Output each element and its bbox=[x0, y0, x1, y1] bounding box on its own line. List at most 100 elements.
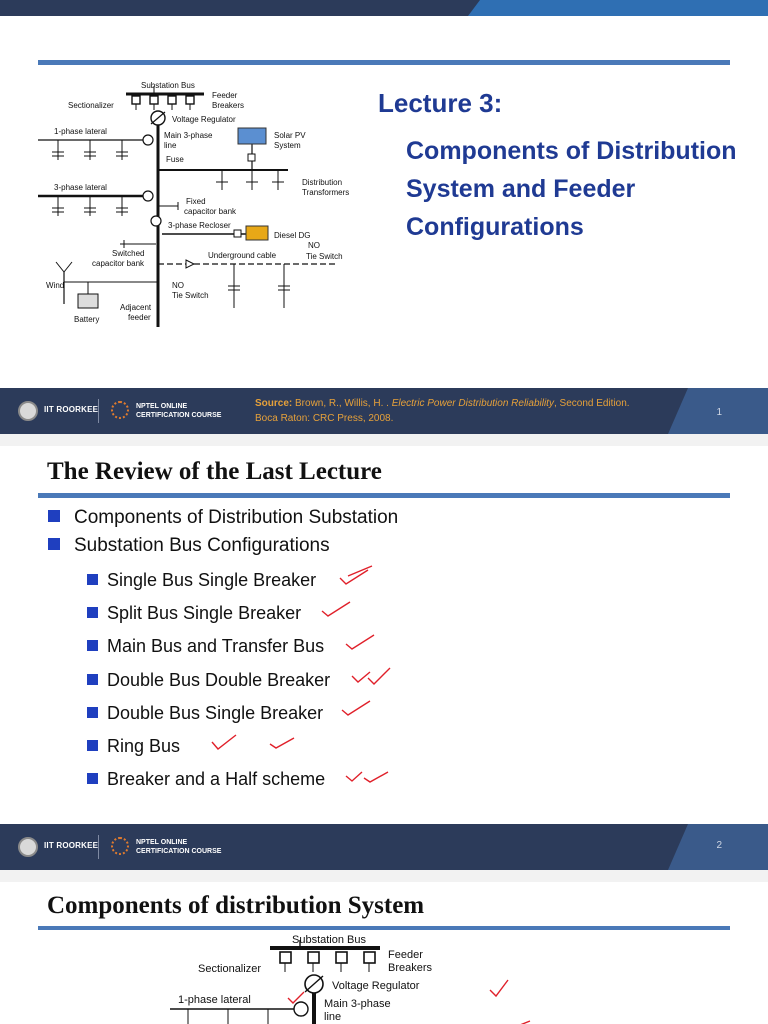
svg-text:capacitor bank: capacitor bank bbox=[92, 259, 145, 268]
svg-text:Breakers: Breakers bbox=[388, 962, 433, 974]
iit-roorkee-label: IIT ROORKEE bbox=[44, 405, 99, 414]
page-number: 2 bbox=[716, 840, 722, 851]
footer-separator bbox=[98, 399, 99, 423]
sub-bullet-item: Single Bus Single Breaker bbox=[87, 570, 316, 591]
bullet-text: Substation Bus Configurations bbox=[74, 535, 330, 556]
nptel-line-2: CERTIFICATION COURSE bbox=[136, 848, 222, 855]
svg-text:Substation Bus: Substation Bus bbox=[292, 934, 366, 946]
sub-bullet-text: Single Bus Single Breaker bbox=[107, 570, 317, 590]
sub-bullet-text: Main Bus and Transfer Bus bbox=[107, 636, 325, 656]
checkmark-annotation-icon bbox=[287, 991, 305, 1004]
bullet-item: Substation Bus Configurations bbox=[48, 535, 330, 557]
slide-gap bbox=[0, 870, 768, 882]
checkmark-annotation-icon bbox=[520, 1020, 531, 1024]
bullet-square-icon bbox=[87, 640, 98, 651]
svg-text:3-phase Recloser: 3-phase Recloser bbox=[168, 221, 231, 230]
checkmark-annotation-icon bbox=[341, 700, 371, 716]
svg-text:Underground cable: Underground cable bbox=[208, 251, 277, 260]
svg-text:Tie Switch: Tie Switch bbox=[172, 291, 209, 300]
bullet-square-icon bbox=[87, 707, 98, 718]
footer-separator bbox=[98, 835, 99, 859]
sub-bullet-item: Double Bus Double Breaker bbox=[87, 670, 330, 691]
components-title: Components of distribution System bbox=[47, 892, 425, 919]
svg-text:Substation Bus: Substation Bus bbox=[141, 81, 195, 90]
source-label: Source: bbox=[255, 398, 293, 409]
review-title-rule bbox=[38, 493, 730, 498]
review-title: The Review of the Last Lecture bbox=[47, 458, 382, 485]
svg-text:Solar PV: Solar PV bbox=[274, 131, 306, 140]
svg-text:Battery: Battery bbox=[74, 315, 99, 324]
svg-text:Transformers: Transformers bbox=[302, 188, 349, 197]
source-title: Electric Power Distribution Reliability bbox=[391, 398, 554, 409]
svg-text:NO: NO bbox=[172, 281, 184, 290]
svg-text:Main 3-phase: Main 3-phase bbox=[164, 131, 213, 140]
svg-text:Wind: Wind bbox=[46, 281, 64, 290]
nptel-label: NPTEL ONLINE CERTIFICATION COURSE bbox=[136, 402, 221, 420]
distribution-system-diagram: Substation Bus Feeder Breakers Sectional… bbox=[38, 81, 349, 327]
svg-text:Breakers: Breakers bbox=[212, 101, 244, 110]
iit-roorkee-logo-icon bbox=[18, 837, 38, 857]
svg-text:Adjacent: Adjacent bbox=[120, 303, 152, 312]
sub-bullet-text: Double Bus Single Breaker bbox=[107, 703, 324, 723]
source-citation: Source: Brown, R., Willis, H. . Electric… bbox=[255, 396, 705, 426]
sub-bullet-item: Main Bus and Transfer Bus bbox=[87, 636, 324, 657]
svg-text:Fuse: Fuse bbox=[166, 155, 184, 164]
svg-text:1-phase lateral: 1-phase lateral bbox=[178, 994, 251, 1006]
components-title-rule bbox=[38, 926, 730, 930]
slide-top-bar bbox=[0, 0, 768, 16]
sub-bullet-text: Split Bus Single Breaker bbox=[107, 603, 302, 623]
bullet-square-icon bbox=[48, 538, 60, 550]
nptel-label: NPTEL ONLINE CERTIFICATION COURSE bbox=[136, 838, 221, 856]
svg-text:Main 3-phase: Main 3-phase bbox=[324, 998, 391, 1010]
svg-text:feeder: feeder bbox=[128, 313, 151, 322]
header-rule bbox=[38, 60, 730, 65]
bullet-square-icon bbox=[48, 510, 60, 522]
svg-text:capacitor bank: capacitor bank bbox=[184, 207, 237, 216]
bullet-square-icon bbox=[87, 574, 98, 585]
checkmark-annotation-icon bbox=[211, 734, 237, 750]
slide-gap bbox=[0, 434, 768, 446]
nptel-logo-icon bbox=[111, 401, 129, 419]
sub-bullet-text: Ring Bus bbox=[107, 736, 181, 756]
svg-text:System: System bbox=[274, 141, 301, 150]
lecture-subtitle: Components of Distribution System and Fe… bbox=[406, 137, 737, 241]
checkmark-annotation-icon bbox=[345, 634, 375, 650]
sub-bullet-text: Double Bus Double Breaker bbox=[107, 670, 331, 690]
checkmark-annotation-icon bbox=[339, 565, 373, 585]
iit-roorkee-label: IIT ROORKEE bbox=[44, 841, 99, 850]
svg-text:1-phase lateral: 1-phase lateral bbox=[54, 127, 107, 136]
svg-text:Switched: Switched bbox=[112, 249, 144, 258]
svg-text:Tie Switch: Tie Switch bbox=[306, 252, 343, 261]
sub-bullet-item: Double Bus Single Breaker bbox=[87, 703, 323, 724]
bullet-square-icon bbox=[87, 773, 98, 784]
nptel-line-1: NPTEL ONLINE bbox=[136, 839, 188, 846]
bullet-square-icon bbox=[87, 674, 98, 685]
footer-accent bbox=[668, 388, 768, 434]
bullet-square-icon bbox=[87, 740, 98, 751]
svg-text:Feeder: Feeder bbox=[212, 91, 238, 100]
checkmark-annotation-icon bbox=[269, 737, 295, 749]
sub-bullet-text: Breaker and a Half scheme bbox=[107, 769, 326, 789]
slide-3: Components of distribution System Substa… bbox=[0, 882, 768, 1024]
svg-text:Voltage Regulator: Voltage Regulator bbox=[172, 115, 236, 124]
checkmark-annotation-icon bbox=[321, 601, 351, 617]
svg-text:Voltage Regulator: Voltage Regulator bbox=[332, 980, 420, 992]
svg-text:line: line bbox=[164, 141, 177, 150]
svg-text:Feeder: Feeder bbox=[388, 949, 423, 961]
svg-text:Fixed: Fixed bbox=[186, 197, 206, 206]
slide-2: The Review of the Last Lecture Component… bbox=[0, 446, 768, 824]
page-number: 1 bbox=[716, 407, 722, 418]
svg-text:line: line bbox=[324, 1011, 341, 1023]
checkmark-annotation-icon bbox=[489, 979, 509, 998]
sub-bullet-item: Ring Bus bbox=[87, 736, 180, 757]
bullet-text: Components of Distribution Substation bbox=[74, 507, 399, 528]
footer-slide-2: IIT ROORKEE NPTEL ONLINE CERTIFICATION C… bbox=[0, 824, 768, 870]
svg-text:Distribution: Distribution bbox=[302, 178, 342, 187]
sub-bullet-item: Breaker and a Half scheme bbox=[87, 769, 325, 790]
nptel-line-1: NPTEL ONLINE bbox=[136, 403, 188, 410]
footer-slide-1: IIT ROORKEE NPTEL ONLINE CERTIFICATION C… bbox=[0, 388, 768, 434]
lecture-title: Lecture 3: bbox=[378, 88, 503, 118]
footer-accent bbox=[668, 824, 768, 870]
svg-text:Diesel DG: Diesel DG bbox=[274, 231, 310, 240]
iit-roorkee-logo-icon bbox=[18, 401, 38, 421]
